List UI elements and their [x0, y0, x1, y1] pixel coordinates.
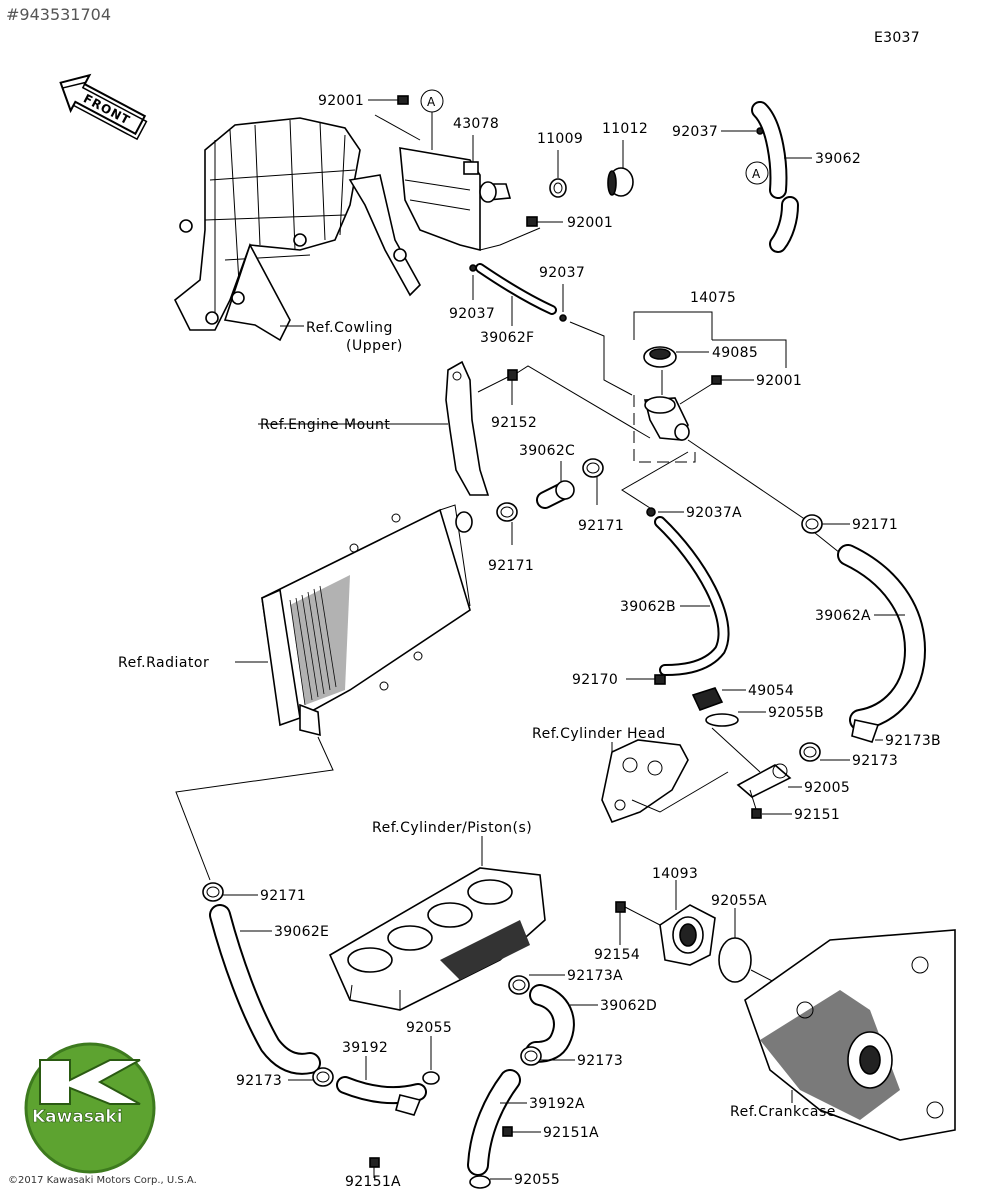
part-92001-top-label: 92001: [318, 93, 364, 109]
kawasaki-logo: Kawasaki: [24, 1042, 156, 1174]
water-pump-drawing: [659, 904, 716, 966]
part-92171-c-label: 92171: [852, 517, 898, 533]
reservoir-tank-drawing: [399, 147, 512, 252]
part-92171-a-label: 92171: [488, 558, 534, 574]
image-id-label: #943531704: [6, 5, 111, 24]
thermostat-housing-drawing: [643, 346, 709, 441]
ref-crankcase-label: Ref.Crankcase: [730, 1104, 836, 1120]
ref-cylinder-piston-label: Ref.Cylinder/Piston(s): [372, 820, 532, 836]
part-92173A-label: 92173A: [567, 968, 623, 984]
part-39062E-label: 39062E: [274, 924, 329, 940]
part-39062D-label: 39062D: [600, 998, 657, 1014]
part-92037-right-label: 92037: [539, 265, 585, 281]
ref-cowling-sub-label: (Upper): [346, 338, 403, 354]
part-39062C-label: 39062C: [519, 443, 575, 459]
engine-mount-drawing: [445, 360, 490, 496]
part-43078-label: 43078: [453, 116, 499, 132]
part-92173B-label: 92173B: [885, 733, 941, 749]
part-92173-bottom-mid-label: 92173: [577, 1053, 623, 1069]
part-92151A-right-label: 92151A: [543, 1125, 599, 1141]
part-92001-therm-label: 92001: [756, 373, 802, 389]
part-11009-label: 11009: [537, 131, 583, 147]
part-92055-mid-label: 92055: [406, 1020, 452, 1036]
part-92005-label: 92005: [804, 780, 850, 796]
copyright-text: ©2017 Kawasaki Motors Corp., U.S.A.: [8, 1175, 197, 1186]
part-39062F-label: 39062F: [480, 330, 534, 346]
cowling-bracket-drawing: [173, 117, 421, 342]
cylinder-head-drawing: [601, 739, 689, 824]
part-39062A-label: 39062A: [815, 608, 871, 624]
marker-a-right: A: [752, 167, 761, 181]
part-92170-label: 92170: [572, 672, 618, 688]
radiator-drawing: [261, 504, 473, 737]
front-arrow-icon: FRONT: [59, 73, 148, 141]
ref-cylinder-head-label: Ref.Cylinder Head: [532, 726, 666, 742]
part-92037A-label: 92037A: [686, 505, 742, 521]
part-11012-label: 11012: [602, 121, 648, 137]
part-92055A-label: 92055A: [711, 893, 767, 909]
part-39062B-label: 39062B: [620, 599, 676, 615]
part-92171-b-label: 92171: [578, 518, 624, 534]
kawasaki-logo-text: Kawasaki: [32, 1107, 123, 1127]
part-92151A-left-label: 92151A: [345, 1174, 401, 1190]
part-92001-mid-label: 92001: [567, 215, 613, 231]
part-92152-label: 92152: [491, 415, 537, 431]
part-92151-label: 92151: [794, 807, 840, 823]
part-92173-bottom-left-label: 92173: [236, 1073, 282, 1089]
part-49085-label: 49085: [712, 345, 758, 361]
part-92037-left-label: 92037: [449, 306, 495, 322]
part-92173-right-label: 92173: [852, 753, 898, 769]
part-14075-label: 14075: [690, 290, 736, 306]
marker-a-left: A: [427, 95, 436, 109]
part-92154-label: 92154: [594, 947, 640, 963]
part-92171-d-label: 92171: [260, 888, 306, 904]
diagram-code: E3037: [874, 30, 920, 46]
crankcase-drawing: [744, 929, 956, 1141]
cylinder-block-drawing: [328, 867, 546, 1011]
part-39192A-label: 39192A: [529, 1096, 585, 1112]
part-39062-label: 39062: [815, 151, 861, 167]
ref-radiator-label: Ref.Radiator: [118, 655, 209, 671]
part-92037-topright-label: 92037: [672, 124, 718, 140]
part-92055-bottom-label: 92055: [514, 1172, 560, 1188]
ref-engine-mount-label: Ref.Engine Mount: [260, 417, 390, 433]
part-14093-label: 14093: [652, 866, 698, 882]
part-92055B-label: 92055B: [768, 705, 824, 721]
ref-cowling-label: Ref.Cowling: [306, 320, 393, 336]
part-49054-label: 49054: [748, 683, 794, 699]
part-39192-label: 39192: [342, 1040, 388, 1056]
